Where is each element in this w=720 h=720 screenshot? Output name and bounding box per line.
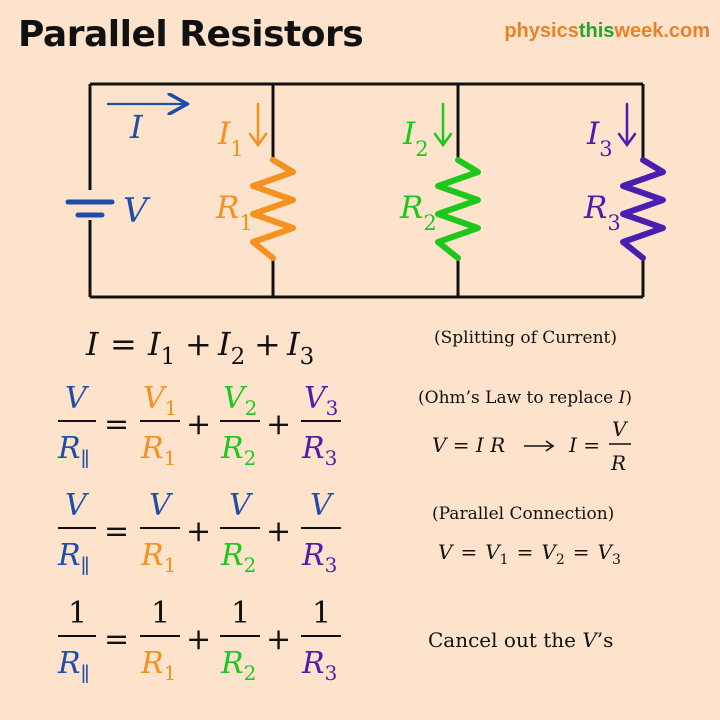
svg-text:I2: I2 [217, 325, 245, 370]
svg-text:+: + [186, 407, 211, 442]
equation-ohm-substitution: V R∥ = V1 R1 + V2 R2 + V3 R3 [57, 381, 341, 471]
ohm-law-equations: V = I R I = V R [432, 417, 631, 475]
branch-3-current-arrow [617, 102, 637, 148]
svg-text:1: 1 [68, 596, 87, 631]
parallel-voltage-equation: V=V1=V2=V3 [438, 540, 621, 568]
svg-text:R: R [610, 451, 626, 475]
svg-text:1: 1 [312, 596, 331, 631]
equation-final-result: 1 R∥ = 1 R1 + 1 R2 + 1 R3 [57, 596, 341, 686]
svg-text:R∥: R∥ [57, 646, 90, 686]
svg-text:+: + [266, 622, 291, 657]
note-cancel-suffix: ’s [596, 628, 614, 652]
note-cancel-prefix: Cancel out the [428, 628, 583, 652]
branch-3-current-label: I3 [586, 116, 613, 161]
svg-text:R1: R1 [140, 431, 176, 470]
svg-text:+: + [266, 514, 291, 549]
svg-text:V: V [65, 381, 90, 416]
svg-text:R3: R3 [301, 431, 337, 470]
battery-symbol [65, 199, 115, 218]
voltage-label: V [123, 191, 151, 231]
brand-part-week: week.com [614, 20, 710, 42]
svg-text:V = I R: V = I R [432, 433, 505, 457]
svg-text:+: + [185, 325, 212, 363]
svg-text:=: = [104, 514, 129, 549]
note-ohms-law: (Ohm’s Law to replace I) [418, 388, 632, 408]
svg-text:R1: R1 [140, 538, 176, 577]
svg-text:I =: I = [568, 433, 600, 457]
svg-text:=: = [110, 325, 137, 363]
page-title: Parallel Resistors [18, 14, 364, 55]
total-current-label: I [129, 108, 144, 146]
svg-text:I3: I3 [286, 325, 314, 370]
branch-1-current-label: I1 [217, 116, 244, 161]
note-cancel-variable: V [582, 628, 597, 652]
svg-text:+: + [186, 622, 211, 657]
svg-text:R∥: R∥ [57, 431, 90, 471]
equation-current-split: I = I1 + I2 + I3 [85, 325, 314, 370]
svg-text:I1: I1 [147, 325, 175, 370]
resistor-1 [250, 157, 296, 261]
svg-text:V: V [149, 488, 174, 523]
note-ohms-law-suffix: ) [625, 388, 633, 408]
equation-parallel-voltage: V R∥ = V R1 + V R2 + V R3 [57, 488, 341, 578]
svg-text:R∥: R∥ [57, 538, 90, 578]
brand-part-physics: physics [504, 20, 579, 42]
svg-text:+: + [254, 325, 281, 363]
svg-text:V: V [310, 488, 335, 523]
svg-text:V: V [65, 488, 90, 523]
svg-text:R3: R3 [301, 646, 337, 685]
svg-text:V: V [612, 417, 629, 441]
svg-text:I: I [85, 325, 100, 363]
branch-2-resistor-label: R2 [399, 190, 437, 235]
note-splitting-of-current: (Splitting of Current) [434, 328, 617, 348]
resistor-2 [435, 157, 481, 261]
branch-1-current-arrow [248, 102, 268, 148]
svg-text:R2: R2 [220, 646, 256, 685]
circuit [88, 82, 645, 299]
svg-text:V=V1=V2=V3: V=V1=V2=V3 [438, 540, 621, 568]
branch-2-current-arrow [433, 102, 453, 148]
resistor-3 [620, 157, 666, 261]
svg-text:1: 1 [151, 596, 170, 631]
svg-text:V: V [229, 488, 254, 523]
svg-text:=: = [104, 407, 129, 442]
note-cancel-out: Cancel out the V’s [428, 628, 613, 652]
branch-3-resistor-label: R3 [583, 190, 621, 235]
branch-2-current-label: I2 [402, 116, 429, 161]
svg-text:R2: R2 [220, 538, 256, 577]
svg-text:+: + [266, 407, 291, 442]
svg-text:R1: R1 [140, 646, 176, 685]
svg-text:V1: V1 [143, 381, 177, 420]
note-ohms-law-variable: I [618, 388, 626, 408]
brand-logo: physicsthisweek.com [504, 20, 710, 43]
brand-part-this: this [578, 20, 615, 42]
note-parallel-connection: (Parallel Connection) [432, 504, 615, 524]
svg-text:=: = [104, 622, 129, 657]
svg-text:R3: R3 [301, 538, 337, 577]
svg-text:R2: R2 [220, 431, 256, 470]
branch-1-resistor-label: R1 [215, 190, 253, 235]
svg-text:V3: V3 [304, 381, 338, 420]
svg-text:V2: V2 [223, 381, 257, 420]
svg-text:1: 1 [231, 596, 250, 631]
note-ohms-law-prefix: (Ohm’s Law to replace [418, 388, 619, 408]
svg-text:+: + [186, 514, 211, 549]
